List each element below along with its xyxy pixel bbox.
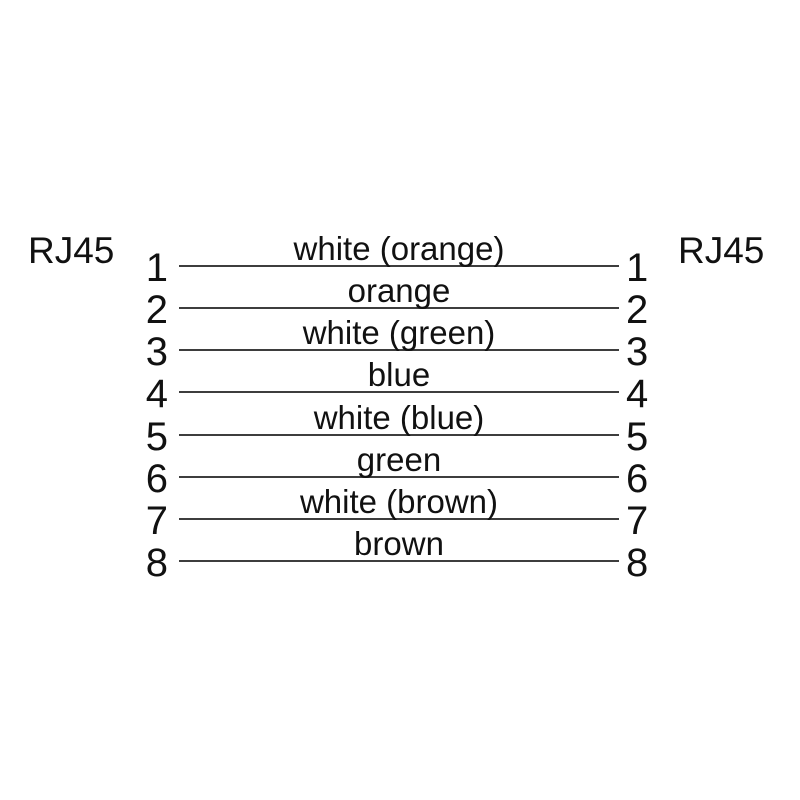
wire-color-label: orange — [347, 272, 451, 310]
pin-number-left: 6 — [145, 456, 168, 501]
wire-line — [179, 349, 619, 352]
pin-number-left: 7 — [145, 498, 168, 543]
wire-color-label: brown — [354, 525, 444, 562]
wire-color-label: white (green) — [302, 314, 496, 352]
pin-number-right: 6 — [626, 456, 649, 501]
wire-line — [179, 475, 619, 478]
wire-color-label: white (brown) — [299, 482, 499, 520]
pin-number-right: 2 — [626, 288, 649, 333]
pin-number-left: 5 — [145, 414, 168, 459]
pin-number-right: 3 — [626, 330, 649, 375]
wire-color-label: white (orange) — [293, 230, 505, 267]
pin-number-right: 7 — [626, 498, 649, 543]
pin-number-left: 2 — [145, 288, 168, 333]
pin-number-left: 3 — [145, 330, 168, 375]
left-connector-label: RJ45 — [28, 230, 115, 271]
pin-number-right: 1 — [626, 246, 649, 290]
wire-line — [179, 265, 619, 267]
pin-number-right: 8 — [626, 541, 649, 585]
wire-color-label: green — [356, 440, 442, 478]
wire-line — [179, 560, 619, 562]
pin-number-right: 5 — [626, 414, 649, 459]
wire-line — [179, 433, 619, 436]
pin-number-left: 4 — [145, 372, 168, 417]
wire-line — [179, 307, 619, 310]
wire-line — [179, 517, 619, 520]
pin-number-left: 1 — [145, 246, 168, 290]
right-connector-label: RJ45 — [678, 230, 765, 271]
wire-color-label: blue — [367, 356, 431, 394]
pin-number-left: 8 — [145, 541, 168, 585]
wire-line — [179, 391, 619, 394]
pin-number-right: 4 — [626, 372, 649, 417]
wire-color-label: white (blue) — [313, 398, 485, 436]
